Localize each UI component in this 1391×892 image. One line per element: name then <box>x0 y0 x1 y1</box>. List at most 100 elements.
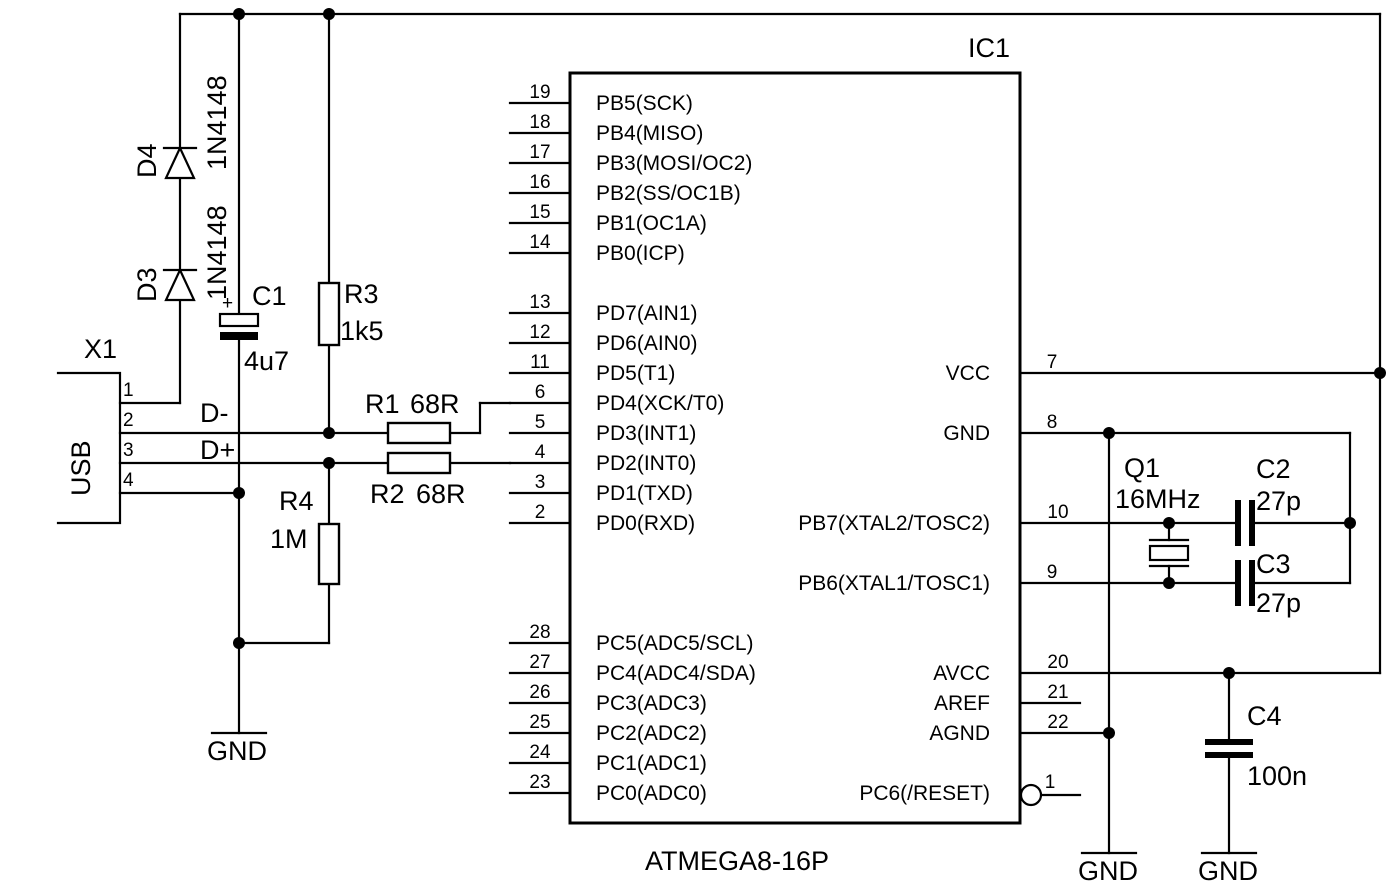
ic1-pin-label: PB6(XTAL1/TOSC1) <box>798 572 990 595</box>
ic1-pin-label: PD0(RXD) <box>596 512 695 535</box>
x1-pin-2: 2 <box>123 410 134 431</box>
ic1-pin-label: PD7(AIN1) <box>596 302 698 325</box>
r1-ref: R1 <box>365 389 400 419</box>
ground-symbol-right: GND <box>1198 851 1258 886</box>
ic1-pin-label: PD1(TXD) <box>596 482 693 505</box>
r4-value: 1M <box>270 524 308 554</box>
ic1-pin-label: PC6(/RESET) <box>859 782 990 805</box>
ic1-pin-number: 18 <box>529 112 550 133</box>
ground-label-mid: GND <box>1078 856 1138 886</box>
ic1-pin-label: VCC <box>946 362 990 385</box>
r1-value: 68R <box>410 389 460 419</box>
reset-inversion-bubble <box>1019 783 1043 807</box>
ic1-pin-label: PB3(MOSI/OC2) <box>596 152 752 175</box>
ic1-pin-label: PD3(INT1) <box>596 422 696 445</box>
ic1-pin-label: AVCC <box>933 662 990 685</box>
ground-label-left: GND <box>207 736 267 766</box>
ic1-pin-label: PB5(SCK) <box>596 92 693 115</box>
d3-ref: D3 <box>132 267 162 302</box>
ic1-pin-number: 27 <box>529 652 550 673</box>
ic1-part: ATMEGA8-16P <box>645 846 829 876</box>
ic1-pin-number: 7 <box>1047 352 1058 373</box>
ic1-pin-label: GND <box>943 422 990 445</box>
c1-ref: C1 <box>252 281 287 311</box>
c1-polarity: + <box>222 293 233 314</box>
capacitor-c3: C3 27p <box>1235 549 1301 618</box>
usb-connector-x1: X1 USB 1 2 3 4 D- D+ <box>56 334 235 525</box>
ic1-pin-number: 12 <box>529 322 550 343</box>
ic1-pin-number: 13 <box>529 292 550 313</box>
r4-ref: R4 <box>279 486 314 516</box>
ic1-pin-label: PB2(SS/OC1B) <box>596 182 741 205</box>
ic1-pin-number: 16 <box>529 172 550 193</box>
c1-value: 4u7 <box>244 346 289 376</box>
ic1-pin-label: PB7(XTAL2/TOSC2) <box>798 512 990 535</box>
r2-ref: R2 <box>370 479 405 509</box>
resistor-r2: R2 68R <box>370 451 466 509</box>
ic1-pin-label: PC0(ADC0) <box>596 782 707 805</box>
r3-ref: R3 <box>344 279 379 309</box>
r3-value: 1k5 <box>340 316 384 346</box>
ic1-pin-number: 8 <box>1047 412 1058 433</box>
d4-ref: D4 <box>132 143 162 178</box>
x1-pin-1: 1 <box>123 380 134 401</box>
c2-value: 27p <box>1256 486 1301 516</box>
d4-value: 1N4148 <box>202 75 232 170</box>
ic1-pin-number: 5 <box>535 412 546 433</box>
ic1-pin-number: 9 <box>1047 562 1058 583</box>
usb-label: USB <box>66 440 96 496</box>
ground-label-right: GND <box>1198 856 1258 886</box>
ic1-pin-label: PB4(MISO) <box>596 122 703 145</box>
c2-ref: C2 <box>1256 454 1291 484</box>
ground-symbol-mid: GND <box>1078 851 1138 886</box>
ic1-pin-number: 20 <box>1047 652 1068 673</box>
ic1-pin-number: 11 <box>530 352 550 373</box>
d3-value: 1N4148 <box>202 205 232 300</box>
ic1-pin-label: PC4(ADC4/SDA) <box>596 662 756 685</box>
ic1-pin-number: 14 <box>529 232 551 253</box>
ic1-pin-number: 2 <box>535 502 546 523</box>
c4-ref: C4 <box>1247 701 1282 731</box>
net-dplus: D+ <box>200 435 235 465</box>
ic1-pin-number: 17 <box>529 142 550 163</box>
ic1-pin-label: PB0(ICP) <box>596 242 685 265</box>
ic1-pin-label: AREF <box>934 692 990 715</box>
ic1-pin-number: 24 <box>529 742 551 763</box>
r2-value: 68R <box>416 479 466 509</box>
net-dminus: D- <box>200 398 229 428</box>
ic1-pin-label: PD4(XCK/T0) <box>596 392 724 415</box>
ic1-pin-label: PD6(AIN0) <box>596 332 698 355</box>
diode-d3: D3 1N4148 <box>132 205 232 302</box>
crystal-q1: Q1 16MHz <box>1115 453 1201 568</box>
ic1-pin-number: 28 <box>529 622 550 643</box>
ic1-pin-label: PC1(ADC1) <box>596 752 707 775</box>
wires <box>118 12 1382 855</box>
ic1-pin-number: 26 <box>529 682 550 703</box>
capacitor-c4: C4 100n <box>1205 701 1307 791</box>
ic1-pin-number: 4 <box>535 442 546 463</box>
ic1-pin-number: 6 <box>535 382 546 403</box>
ic1-pin-number: 23 <box>529 772 550 793</box>
ic1-pin-number: 15 <box>529 202 550 223</box>
ic1-pin-number: 10 <box>1047 502 1068 523</box>
c3-ref: C3 <box>1256 549 1291 579</box>
q1-value: 16MHz <box>1115 484 1201 514</box>
ic1-pin-label: PC3(ADC3) <box>596 692 707 715</box>
c3-value: 27p <box>1256 588 1301 618</box>
ic1-pin-number: 25 <box>529 712 550 733</box>
ic1-pin-label: PB1(OC1A) <box>596 212 707 235</box>
ic1-pin-label: PC5(ADC5/SCL) <box>596 632 754 655</box>
q1-ref: Q1 <box>1124 453 1160 483</box>
ic1-pin-label: PC2(ADC2) <box>596 722 707 745</box>
x1-pin-3: 3 <box>123 440 134 461</box>
ic1-pin-number: 3 <box>535 472 546 493</box>
capacitor-c1: + C1 4u7 <box>218 281 289 376</box>
resistor-r4: R4 1M <box>270 486 341 586</box>
ic1-ref: IC1 <box>968 33 1010 63</box>
ic1-pin-label: AGND <box>929 722 990 745</box>
c4-value: 100n <box>1247 761 1307 791</box>
ic1-right-pins: 7 VCC 8 GND 10 PB7(XTAL2/TOSC2) 9 PB6(XTAL1/TOS… <box>798 352 1068 805</box>
